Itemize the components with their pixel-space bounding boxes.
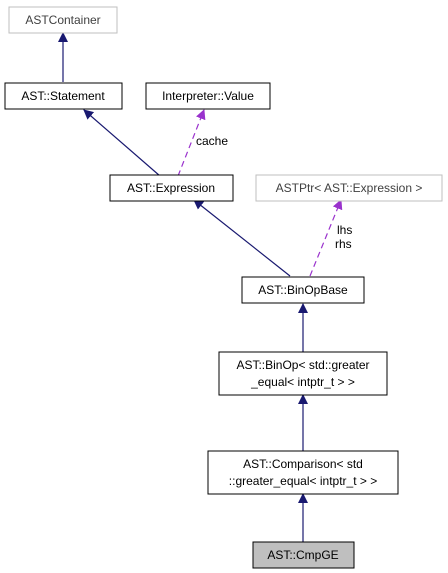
- node-label: ASTContainer: [25, 13, 100, 27]
- node-binop[interactable]: AST::BinOp< std::greater _equal< intptr_…: [218, 351, 388, 396]
- node-label: AST::CmpGE: [267, 548, 338, 562]
- node-label-line-2: ::greater_equal< intptr_t > >: [229, 474, 377, 488]
- node-astcontainer[interactable]: ASTContainer: [8, 6, 118, 34]
- edge-label-rhs: rhs: [335, 237, 352, 251]
- edge-label-cache: cache: [196, 134, 228, 148]
- node-statement[interactable]: AST::Statement: [4, 82, 123, 110]
- edge-label-lhs: lhs: [337, 223, 352, 237]
- node-astptr[interactable]: ASTPtr< AST::Expression >: [255, 174, 443, 202]
- node-label: AST::Expression: [127, 181, 215, 195]
- node-label-line-2: _equal< intptr_t > >: [250, 375, 355, 389]
- edge-expression-uses-value: [177, 109, 206, 177]
- node-interpreter-value[interactable]: Interpreter::Value: [145, 82, 271, 110]
- edges: [58, 32, 343, 542]
- node-comparison[interactable]: AST::Comparison< std ::greater_equal< in…: [207, 450, 399, 495]
- edge-expression-to-statement: [83, 109, 161, 177]
- node-label: ASTPtr< AST::Expression >: [276, 181, 423, 195]
- edge-binopbase-to-expression: [193, 199, 291, 277]
- node-cmpge[interactable]: AST::CmpGE: [252, 541, 355, 569]
- node-expression[interactable]: AST::Expression: [109, 174, 234, 202]
- node-label: AST::Statement: [21, 89, 105, 103]
- node-label: Interpreter::Value: [162, 89, 254, 103]
- node-label-line-1: AST::BinOp< std::greater: [236, 358, 369, 372]
- node-label: AST::BinOpBase: [258, 283, 348, 297]
- node-label-line-1: AST::Comparison< std: [243, 457, 363, 471]
- node-binopbase[interactable]: AST::BinOpBase: [241, 276, 365, 304]
- edge-binopbase-uses-astptr: [309, 199, 343, 277]
